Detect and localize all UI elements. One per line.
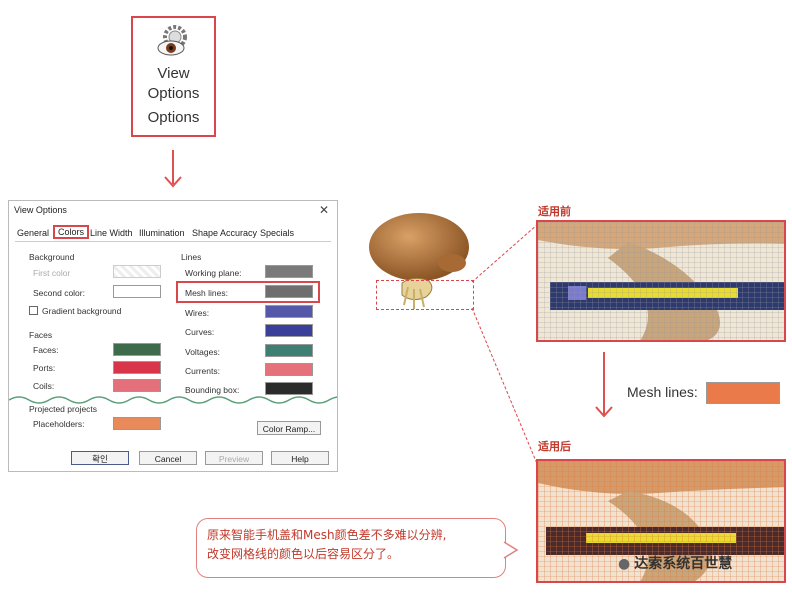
tab-bar: General Colors Line Width Illumination S… [15, 225, 331, 242]
arrow-before-after [603, 352, 605, 416]
view-options-dialog: View Options ✕ General Colors Line Width… [8, 200, 338, 472]
close-icon[interactable]: ✕ [318, 203, 329, 217]
watermark: ●达索系统百世慧 [618, 553, 732, 573]
note-line-1: 原来智能手机盖和Mesh颜色差不多难以分辨, [207, 528, 447, 542]
before-label: 适用前 [538, 205, 571, 218]
placeholders-label: Placeholders: [33, 419, 85, 429]
wires-color-swatch[interactable] [265, 305, 313, 318]
ok-button[interactable]: 확인 [71, 451, 129, 465]
tab-colors[interactable]: Colors [53, 225, 90, 239]
bubble-tail [503, 541, 519, 559]
mesh-lines-color-swatch[interactable] [265, 285, 313, 298]
gradient-label: Gradient background [42, 306, 122, 316]
watermark-text: 达索系统百世慧 [634, 556, 733, 572]
view-options-label-3: Options [147, 109, 200, 126]
gear-eye-icon [157, 25, 187, 56]
curves-color-swatch[interactable] [265, 324, 313, 337]
before-render-image [538, 222, 784, 340]
voltages-label: Voltages: [185, 347, 220, 357]
first-color-label: First color [33, 268, 71, 278]
help-button[interactable]: Help [271, 451, 329, 465]
tab-illumination[interactable]: Illumination [139, 228, 185, 238]
bounding-box-color-swatch[interactable] [265, 382, 313, 395]
bounding-box-label: Bounding box: [185, 385, 240, 395]
lines-heading: Lines [181, 252, 202, 262]
mesh-lines-result-swatch [706, 382, 780, 404]
preview-button[interactable]: Preview [205, 451, 263, 465]
mesh-lines-label: Mesh lines: [185, 288, 228, 298]
first-color-swatch [113, 265, 161, 278]
zoom-connector-lines [471, 223, 539, 467]
ports-color-swatch[interactable] [113, 361, 161, 374]
tab-shape-accuracy[interactable]: Shape Accuracy [192, 228, 258, 238]
working-plane-color-swatch[interactable] [265, 265, 313, 278]
arrow-head-icon [595, 406, 613, 418]
zoom-selection-box [376, 280, 474, 310]
tab-general[interactable]: General [17, 228, 50, 238]
head-model-image [369, 213, 469, 309]
second-color-swatch[interactable] [113, 285, 161, 298]
view-options-label-2: Options [147, 85, 200, 102]
faces-heading: Faces [29, 330, 53, 340]
after-label: 适用后 [538, 440, 571, 453]
currents-label: Currents: [185, 366, 220, 376]
mesh-lines-highlight [176, 281, 320, 303]
dialog-title: View Options [14, 205, 67, 215]
voltages-color-swatch[interactable] [265, 344, 313, 357]
arrow-to-dialog [172, 150, 174, 184]
note-bubble: 原来智能手机盖和Mesh颜色差不多难以分辨, 改变网格线的颜色以后容易区分了。 [196, 518, 506, 578]
ports-label: Ports: [33, 363, 56, 373]
gradient-checkbox[interactable] [29, 306, 38, 315]
before-panel [536, 220, 786, 342]
cancel-button[interactable]: Cancel [139, 451, 197, 465]
wires-label: Wires: [185, 308, 210, 318]
wechat-icon: ● [618, 556, 631, 572]
curves-label: Curves: [185, 327, 215, 337]
color-ramp-button[interactable]: Color Ramp... [257, 421, 321, 435]
second-color-label: Second color: [33, 288, 85, 298]
projected-heading: Projected projects [29, 404, 98, 414]
coils-color-swatch[interactable] [113, 379, 161, 392]
faces-color-swatch[interactable] [113, 343, 161, 356]
mesh-lines-result-label: Mesh lines: [627, 384, 698, 400]
tab-specials[interactable]: Specials [260, 228, 295, 238]
coils-label: Coils: [33, 381, 55, 391]
after-render-image [538, 461, 784, 581]
cut-line [9, 396, 337, 404]
placeholders-color-swatch[interactable] [113, 417, 161, 430]
currents-color-swatch[interactable] [265, 363, 313, 376]
tab-line-width[interactable]: Line Width [90, 228, 133, 238]
view-options-label-1: View [157, 65, 190, 82]
after-panel [536, 459, 786, 583]
working-plane-label: Working plane: [185, 268, 242, 278]
background-heading: Background [29, 252, 75, 262]
note-line-2: 改变网格线的颜色以后容易区分了。 [207, 547, 400, 561]
gradient-background-option[interactable]: Gradient background [29, 306, 121, 316]
view-options-button[interactable]: View Options Options [131, 16, 216, 137]
arrow-head-icon [164, 176, 182, 188]
faces-label: Faces: [33, 345, 59, 355]
